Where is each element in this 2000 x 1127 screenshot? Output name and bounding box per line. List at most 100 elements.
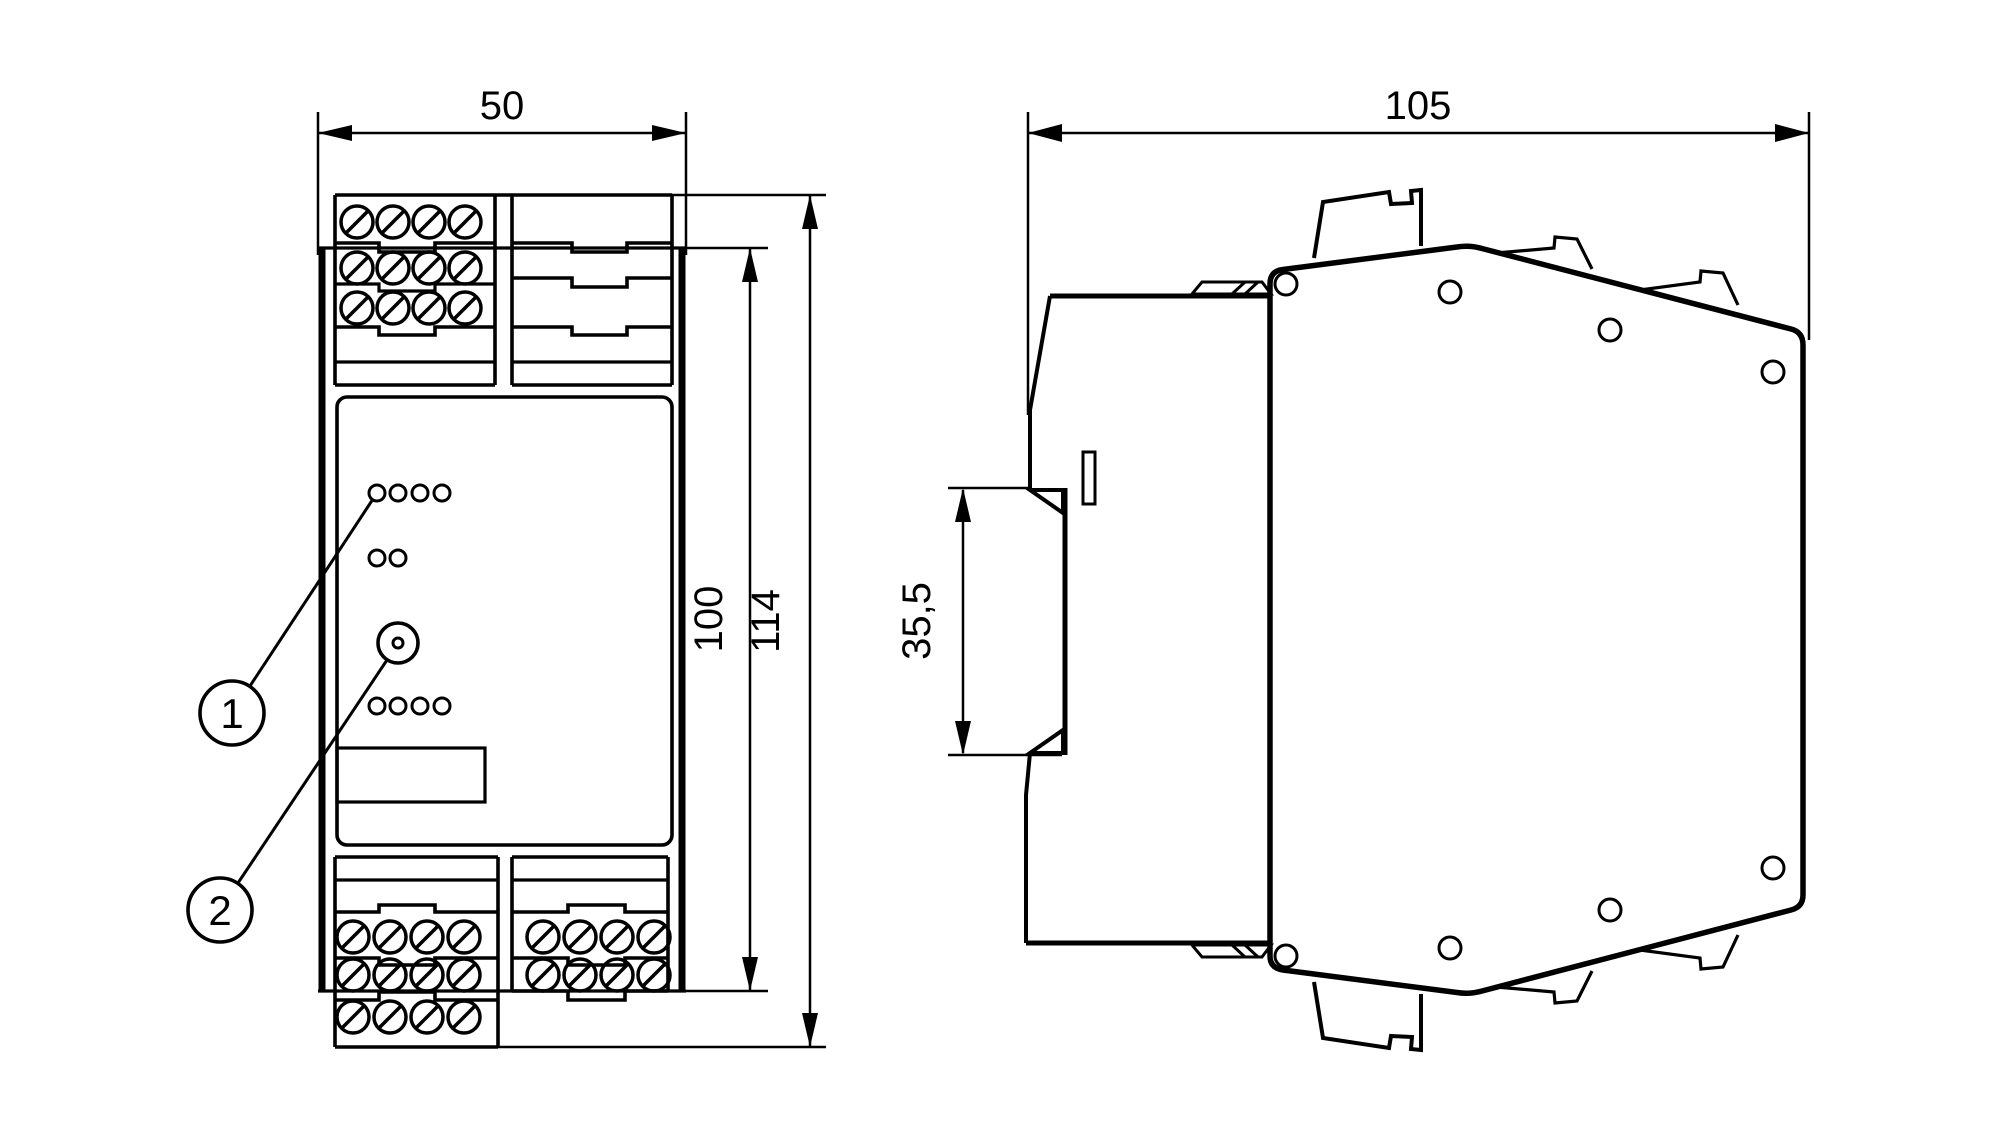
clip-slot <box>1081 450 1097 506</box>
extension-lines <box>948 486 1062 757</box>
terminal-block-side-top <box>1312 187 1423 259</box>
rear-wedge-marks-bottom <box>1188 943 1274 959</box>
terminal-block-side-bottom <box>1312 981 1423 1053</box>
step-line <box>335 903 498 914</box>
screw-hole-icon <box>1597 897 1623 923</box>
screw-terminal-icon <box>339 204 375 240</box>
screw-hole-icon <box>1597 317 1623 343</box>
screw-terminal-icon <box>447 290 483 326</box>
connector-wedges-bottom <box>1495 934 1740 1005</box>
arrowhead-right-icon <box>652 125 686 141</box>
row-separator <box>335 282 495 293</box>
step-line <box>512 276 672 289</box>
led-icon <box>432 483 452 503</box>
din-rail-section <box>1023 280 1274 959</box>
step-line <box>335 241 495 254</box>
dimension-inner-height: 100 <box>686 246 768 993</box>
extension-lines <box>316 112 688 255</box>
screw-hole-icon <box>1760 855 1786 881</box>
screw-terminal-icon <box>636 919 672 955</box>
block-bottom-edge <box>512 989 668 1002</box>
step-line <box>512 956 668 967</box>
callout-1: 1 <box>198 498 375 747</box>
body-outline <box>1267 243 1806 996</box>
dimension-outer-height: 114 <box>498 193 826 1049</box>
screw-hole-icon <box>1437 935 1463 961</box>
screw-terminal-icon <box>339 290 375 326</box>
led-icon <box>388 483 408 503</box>
block-sides <box>333 195 497 385</box>
screw-terminal-icon <box>375 250 411 286</box>
rear-wedge-marks-top <box>1188 280 1274 296</box>
arrowhead-up-icon <box>742 248 758 282</box>
side-body <box>1267 187 1806 1053</box>
arrowhead-left-icon <box>1028 124 1062 142</box>
rear-left-edge-upper <box>1028 295 1052 488</box>
step-line <box>335 325 495 337</box>
screw-terminal-icon <box>409 919 445 955</box>
step-line <box>512 325 672 337</box>
screw-hole-icon <box>1273 271 1299 297</box>
housing-screw-holes <box>1273 271 1786 969</box>
arrowhead-down-icon <box>802 1013 818 1047</box>
terminal-block-top-right <box>510 195 674 387</box>
dimension-din-rail: 35,5 <box>895 486 1062 757</box>
screw-terminals <box>339 204 483 326</box>
led-icon <box>432 696 452 716</box>
screw-terminal-icon <box>446 919 482 955</box>
screw-terminal-icon <box>447 250 483 286</box>
rail-hook-top <box>1023 488 1065 517</box>
led-icon <box>410 696 430 716</box>
screw-terminals <box>525 919 672 993</box>
callout-2-label: 2 <box>208 887 231 934</box>
front-button <box>376 621 420 665</box>
terminal-block-top-left <box>333 193 672 387</box>
screw-terminal-icon <box>372 919 408 955</box>
screw-terminal-icon <box>409 999 445 1035</box>
dim-inner-height-label: 100 <box>687 586 731 653</box>
screw-terminal-icon <box>411 290 447 326</box>
wedge <box>1639 934 1740 971</box>
arrowhead-down-icon <box>742 957 758 991</box>
leader-line <box>248 498 375 687</box>
arrowhead-right-icon <box>1775 124 1809 142</box>
wedge <box>1639 269 1740 306</box>
wedge <box>1495 970 1594 1005</box>
arrowhead-up-icon <box>955 488 971 522</box>
side-view: 105 <box>895 84 1811 1053</box>
extension-lines <box>1026 112 1811 415</box>
callout-1-label: 1 <box>220 690 243 737</box>
status-leds-row1 <box>367 483 452 503</box>
screw-terminal-icon <box>525 919 561 955</box>
led-icon <box>367 548 387 568</box>
wedge-mark <box>1188 943 1274 959</box>
screw-terminal-icon <box>599 919 635 955</box>
step-line <box>512 241 672 254</box>
arrowhead-down-icon <box>955 721 971 755</box>
step-line <box>512 903 668 914</box>
screw-terminal-icon <box>335 957 371 993</box>
callout-circle <box>198 679 266 747</box>
extension-lines <box>498 193 826 1049</box>
led-icon <box>410 483 430 503</box>
status-leds-row3 <box>367 696 452 716</box>
step-line <box>335 990 498 1002</box>
callout-2: 2 <box>186 659 389 944</box>
dim-outer-height-label: 114 <box>744 589 788 653</box>
wedge-mark <box>1188 280 1274 296</box>
screw-terminal-icon <box>447 204 483 240</box>
screw-terminal-icon <box>411 250 447 286</box>
screw-hole-icon <box>1273 943 1299 969</box>
arrowhead-up-icon <box>802 195 818 229</box>
screw-terminal-icon <box>446 957 482 993</box>
dimension-width: 50 <box>316 84 688 255</box>
screw-terminal-icon <box>335 999 371 1035</box>
block-sides <box>333 857 500 1047</box>
screw-terminal-icon <box>525 957 561 993</box>
screw-terminals <box>335 919 482 1035</box>
rear-left-edge-lower <box>1024 752 1032 943</box>
arrowhead-left-icon <box>318 125 352 141</box>
leader-line <box>236 659 389 884</box>
label-window <box>335 746 487 804</box>
